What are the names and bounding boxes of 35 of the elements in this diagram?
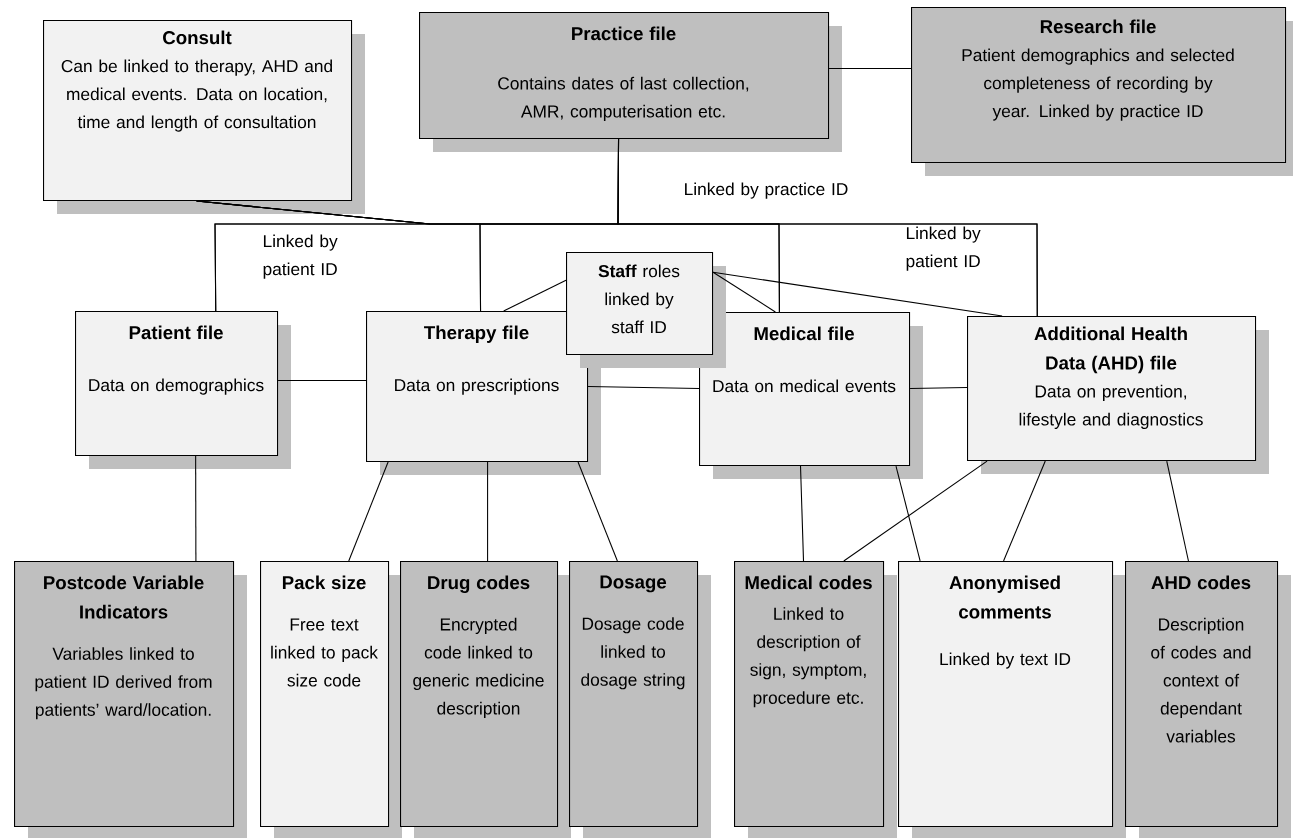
link-label: Linked by patient ID: [263, 234, 338, 279]
file-box: Additional Health Data (AHD) file Data on prevention, lifestyle and diagnostics: [967, 316, 1269, 474]
link-label: Linked by patient ID: [906, 226, 981, 271]
connector-line: [828, 67, 912, 69]
connector-line: [487, 461, 489, 562]
staff-box: Staff roles linked by staff ID: [566, 252, 726, 368]
field-box: Anonymised comments Linked by text ID: [898, 561, 1126, 838]
file-box: Research file Patient demographics and selected completeness of recording by year. Linked by practice ID: [911, 7, 1293, 176]
field-box: Drug codes Encrypted code linked to generic medicine description: [400, 561, 571, 838]
connector-line: [895, 465, 921, 562]
connector-line: [196, 200, 1038, 317]
connector-line: [348, 461, 389, 562]
connector-line: [843, 460, 988, 562]
connector-line: [909, 387, 968, 390]
connector-line: [712, 271, 1003, 317]
connector-line: [1003, 460, 1046, 562]
connector-line: [503, 279, 567, 312]
connector-line: [712, 271, 776, 313]
file-box: Practice file Contains dates of last collection, AMR, computerisation etc.: [419, 12, 842, 152]
field-box: Dosage Dosage code linked to dosage string: [569, 561, 711, 838]
file-box: Consult Can be linked to therapy, AHD and medical events. Data on location, time and length of consultation: [43, 20, 365, 214]
connector-line: [1166, 460, 1189, 562]
connector-line: [587, 386, 700, 390]
connector-line: [195, 455, 197, 562]
field-box: Medical codes Linked to description of sign, symptom, procedure etc.: [734, 561, 897, 838]
field-box: Postcode Variable Indicators Variables linked to patient ID derived from patients’ ward/location.: [14, 561, 247, 838]
connector-line: [277, 379, 367, 382]
field-box: AHD codes Description of codes and context of dependant variables: [1125, 561, 1291, 838]
field-box: Pack size Free text linked to pack size code: [260, 561, 402, 838]
file-box: Patient file Data on demographics: [75, 311, 291, 469]
file-box: Medical file Data on medical events: [699, 312, 923, 479]
connector-line: [800, 465, 805, 562]
link-label: Linked by practice ID: [685, 182, 848, 199]
connector-line: [577, 461, 618, 562]
file-box: Therapy file Data on prescriptions: [366, 311, 601, 475]
